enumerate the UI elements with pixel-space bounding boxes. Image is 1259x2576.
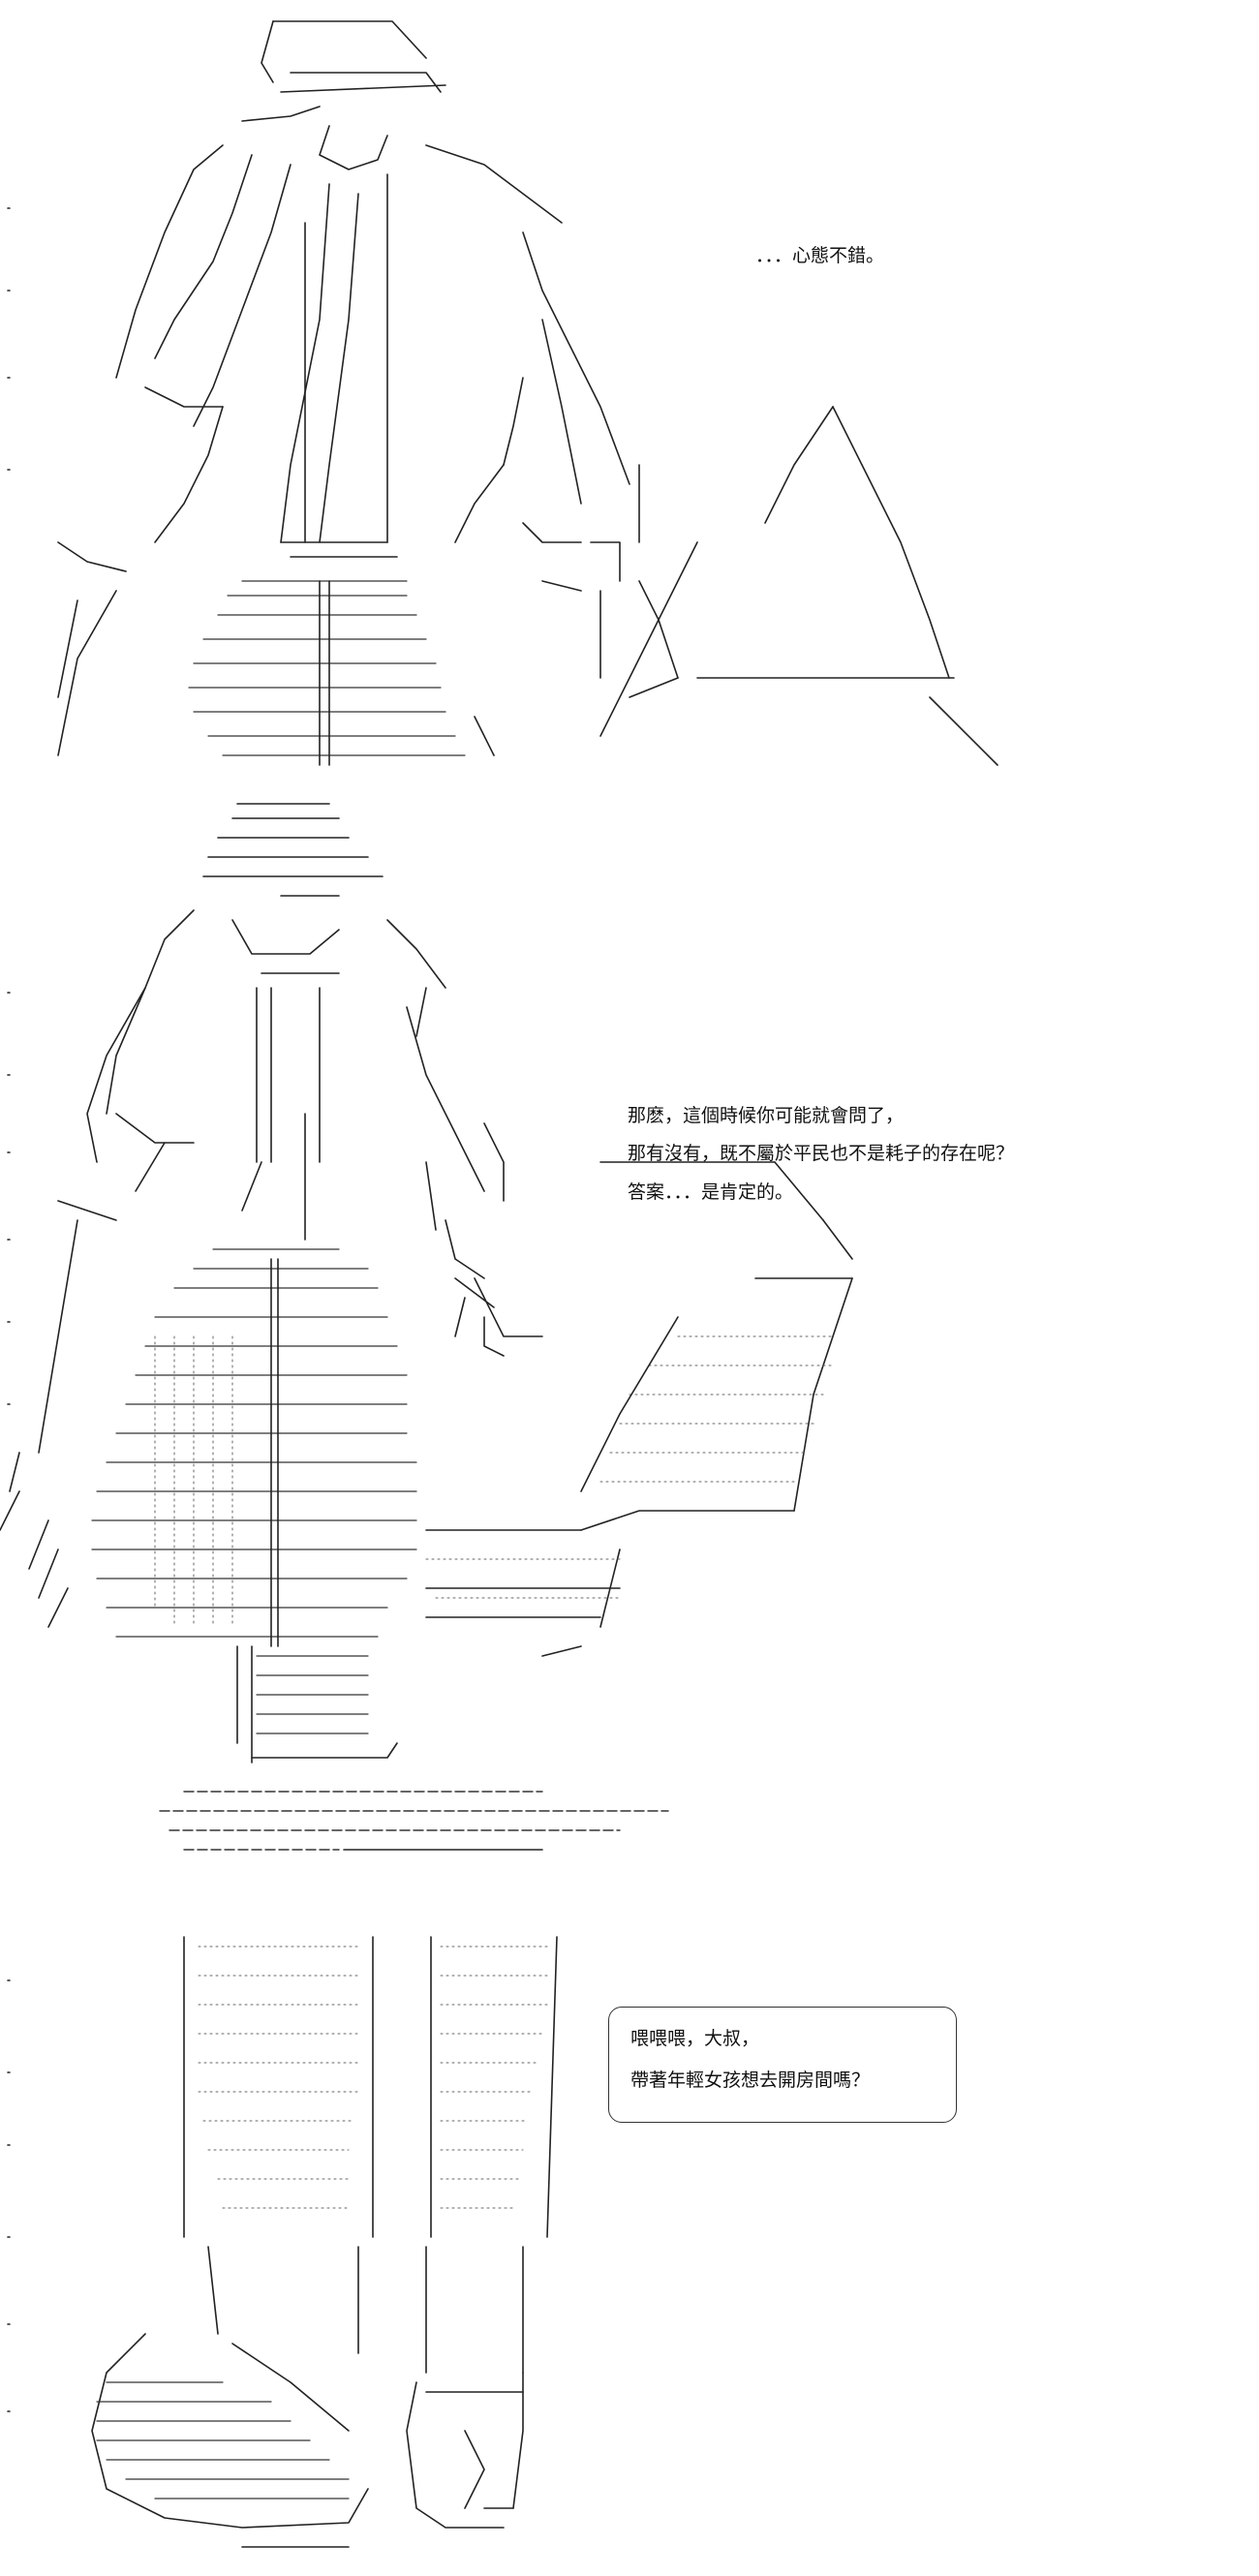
panel-2-line-2: 那有沒有，既不屬於平民也不是耗子的存在呢？ (628, 1143, 1015, 1165)
panel-1: ．．．心態不錯。 (0, 0, 1259, 794)
cloak-triangle (599, 406, 998, 766)
panel-3-ascii-art (7, 1936, 558, 2548)
striped-skirt (188, 580, 495, 766)
panel-2-ascii-art (0, 803, 853, 1851)
right-arm-cloak (425, 144, 679, 679)
right-shoe (406, 2372, 524, 2529)
left-margin-marks-2 (7, 992, 11, 1405)
hat-figure-1 (241, 20, 446, 170)
panel-3: 喂喂喂，大叔， 帶著年輕女孩想去開房間嗎？ (0, 1927, 1259, 2576)
torso-figure-1 (280, 173, 398, 558)
shadow-lines (159, 1791, 669, 1851)
panel-1-narration: ．．．心態不錯。 (755, 242, 884, 280)
panel-3-line-2: 帶著年輕女孩想去開房間嗎？ (630, 2070, 871, 2092)
pleated-skirt-figure-2 (91, 1248, 417, 1647)
cape-sweep (425, 1161, 853, 1657)
legs-figure-2 (236, 1645, 398, 1763)
right-arm-figure-2 (406, 1006, 505, 1357)
left-margin-marks (7, 207, 11, 471)
panel-1-line-1: ．．．心態不錯。 (755, 245, 885, 266)
panel-2-narration: 那麽，這個時候你可能就會問了， 那有沒有，既不屬於平民也不是耗子的存在呢？ 答案… (628, 1102, 1014, 1216)
panel-3-line-1: 喂喂喂，大叔， (630, 2028, 760, 2049)
right-leg (425, 1936, 558, 2374)
panel-2-line-3: 答案．．．是肯定的。 (628, 1181, 794, 1203)
collar-figure-2 (106, 909, 446, 1115)
left-leg (183, 1936, 374, 2354)
left-shoe (91, 2333, 369, 2548)
panel-2: 那麽，這個時候你可能就會問了， 那有沒有，既不屬於平民也不是耗子的存在呢？ 答案… (0, 794, 1259, 1927)
left-coat-tail (0, 1452, 69, 1628)
panel-2-line-1: 那麽，這個時候你可能就會問了， (628, 1105, 905, 1126)
left-margin-marks-3 (7, 1979, 11, 2412)
speech-bubble: 喂喂喂，大叔， 帶著年輕女孩想去開房間嗎？ (608, 2007, 957, 2123)
body-columns (241, 987, 321, 1241)
hat-figure-2 (202, 803, 384, 897)
panel-1-ascii-art (7, 20, 998, 766)
left-arm-figure-2 (38, 987, 195, 1454)
coat-left (57, 144, 292, 756)
